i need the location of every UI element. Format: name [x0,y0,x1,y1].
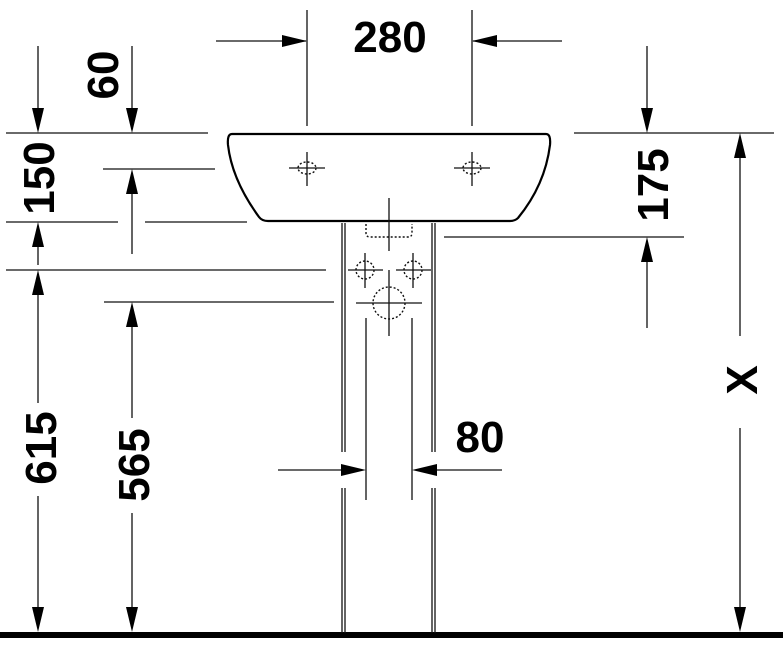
dimension-pedestal-gap: 80 [278,413,504,476]
pedestal [341,223,436,633]
label-280: 280 [353,13,426,62]
label-615: 615 [17,411,66,484]
basin [226,132,552,251]
label-80: 80 [456,413,505,462]
label-150: 150 [15,141,64,214]
tap-hole-left [289,152,325,186]
floor-line [0,632,783,638]
tap-hole-right [454,152,490,186]
label-60: 60 [79,51,128,100]
dimension-rim-to-waste: 175 [629,46,678,328]
dimension-rim-height: X [718,133,767,632]
waste-outlet [356,270,422,336]
dimension-supply-height: 615 [17,270,66,632]
dimension-tap-spacing: 280 [216,10,562,126]
supply-valve-right [396,253,431,288]
dimension-rim-to-supply: 150 [15,141,138,265]
dimension-waste-height: 565 [110,302,159,632]
dimension-rim-to-tap: 60 [32,46,138,133]
label-175: 175 [629,148,678,221]
supply-valve-left [348,253,383,288]
label-565: 565 [110,428,159,501]
label-x: X [718,365,767,394]
